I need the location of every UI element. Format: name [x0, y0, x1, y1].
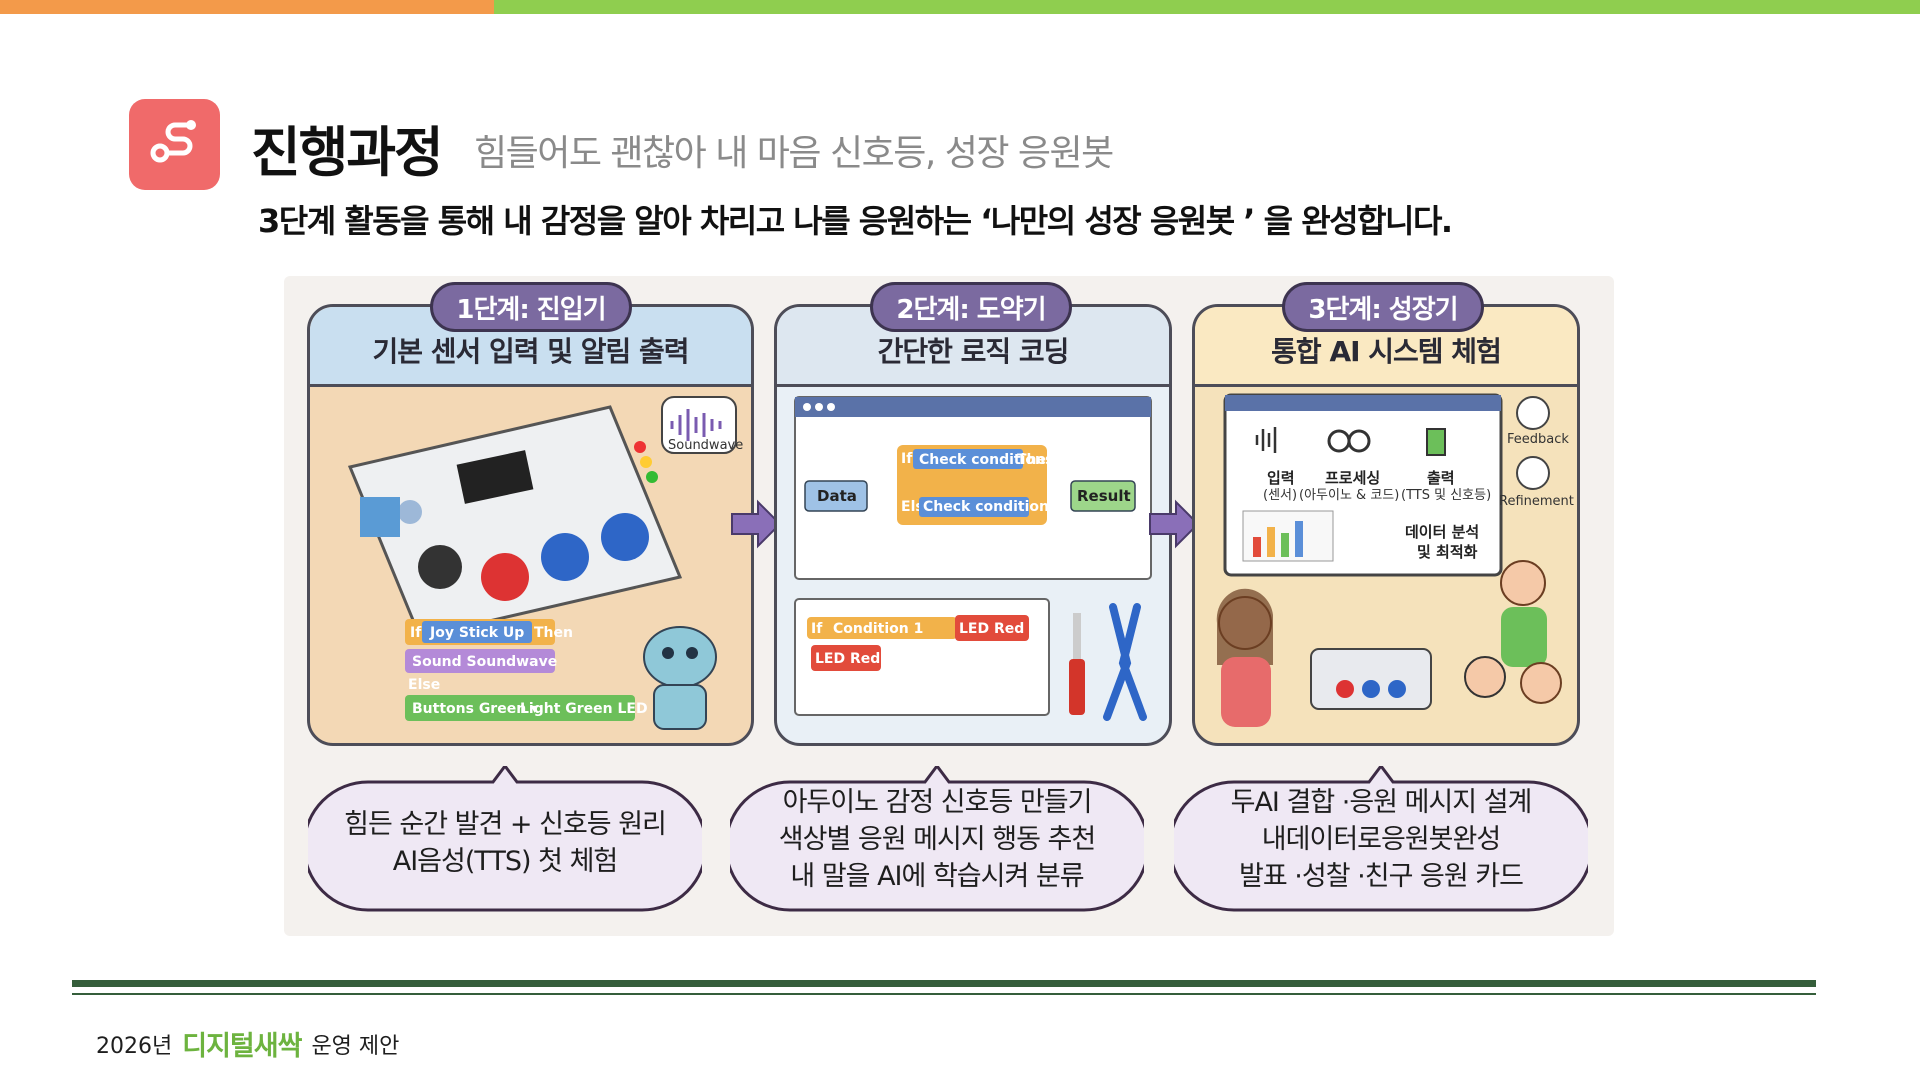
caption-line: 내 말을 AI에 학습시켜 분류 [790, 861, 1084, 892]
stage-2-caption-text: 아두이노 감정 신호등 만들기 색상별 응원 메시지 행동 추천 내 말을 AI… [730, 784, 1144, 895]
stage-1-illustration: Soundwave If Joy Stick Up Then Sound Sou… [310, 387, 751, 743]
caption-line: 발표 ·성찰 ·친구 응원 카드 [1239, 861, 1524, 892]
speech-bubble [730, 766, 1144, 912]
block-led-2: LED Red [815, 651, 880, 667]
stage-2-panel: 간단한 로직 코딩 Data If Check conditions Then … [774, 304, 1172, 746]
tools-icon [1069, 603, 1147, 721]
stage-2-illustration: Data If Check conditions Then Else Check… [777, 387, 1169, 743]
label-refinement: Refinement [1499, 494, 1574, 509]
code-window: Data If Check conditions Then Else Check… [794, 396, 1152, 580]
arrow-right-icon [731, 499, 782, 549]
caption-line: AI음성(TTS) 첫 체험 [392, 846, 619, 877]
block-else: Else [408, 677, 440, 693]
block-if: If [410, 625, 422, 641]
speech-bubble [1174, 766, 1588, 912]
footer-text: 운영 제안 [311, 1033, 400, 1059]
lead-text: 3단계 활동을 통해 내 감정을 알아 차리고 나를 응원하는 ‘나만의 성장 … [258, 202, 1453, 240]
route-icon [129, 99, 220, 190]
page-subtitle: 힘들어도 괜찮아 내 마음 신호등, 성장 응원봇 [474, 133, 1114, 174]
label-analysis-2: 및 최적화 [1417, 543, 1478, 561]
top-accent-bar [0, 0, 1920, 14]
label-output-sub: (TTS 및 신호등) [1401, 488, 1491, 503]
stage-1-caption-text: 힘든 순간 발견 + 신호등 원리 AI음성(TTS) 첫 체험 [308, 806, 702, 880]
caption-line: 내데이터로응원봇완성 [1261, 824, 1501, 855]
label-output: 출력 [1427, 469, 1455, 487]
block-then: Then [1017, 452, 1056, 468]
robot-icon [643, 626, 717, 730]
stage-3-panel: 통합 AI 시스템 체험 입력 (센서) 프로세싱 (아두이노 & 코드) 출력… [1192, 304, 1580, 746]
condition-panel: If Condition 1 LED Red LED Red [794, 598, 1050, 716]
label-analysis-1: 데이터 분석 [1405, 523, 1479, 541]
block-buttons: Buttons Green ▾ [412, 701, 538, 717]
page-title: 진행과정 [251, 121, 444, 184]
footer-divider [72, 980, 1816, 987]
block-check-2: Check conditions [923, 499, 1057, 515]
block-data: Data [817, 487, 857, 505]
block-sound: Sound Soundwave [412, 654, 557, 670]
block-condition: Condition 1 [833, 621, 923, 637]
block-if-2: If [811, 621, 823, 637]
block-result: Result [1077, 487, 1131, 505]
caption-line: 아두이노 감정 신호등 만들기 [782, 787, 1093, 818]
students-illustration [1216, 560, 1562, 727]
arrow-right-icon [1149, 499, 1200, 549]
footer-brand-logo: 디지털새싹 [182, 1031, 302, 1062]
label-input-sub: (센서) [1263, 488, 1297, 503]
label-feedback: Feedback [1507, 432, 1569, 447]
stage-1-badge: 1단계: 진입기 [430, 282, 632, 332]
stage-3-caption: 두AI 결합 ·응원 메시지 설계 내데이터로응원봇완성 발표 ·성찰 ·친구 … [1174, 766, 1588, 912]
footer: 2026년 디지털새싹 운영 제안 [96, 1024, 399, 1063]
stage-2-badge: 2단계: 도약기 [870, 282, 1072, 332]
stage-1-caption: 힘든 순간 발견 + 신호등 원리 AI음성(TTS) 첫 체험 [308, 766, 702, 912]
block-if: If [901, 451, 913, 467]
footer-divider-thin [72, 993, 1816, 995]
stage-3-illustration: 입력 (센서) 프로세싱 (아두이노 & 코드) 출력 (TTS 및 신호등) … [1195, 387, 1577, 743]
soundwave-icon: Soundwave [661, 396, 743, 454]
caption-line: 색상별 응원 메시지 행동 추천 [778, 824, 1096, 855]
label-process: 프로세싱 [1325, 469, 1380, 487]
stage-2-caption: 아두이노 감정 신호등 만들기 색상별 응원 메시지 행동 추천 내 말을 AI… [730, 766, 1144, 912]
code-block-stack: If Joy Stick Up Then Sound Soundwave Els… [405, 619, 648, 721]
feedback-icon: Feedback Refinement [1499, 396, 1574, 509]
top-accent-orange [0, 0, 494, 14]
caption-line: 두AI 결합 ·응원 메시지 설계 [1230, 787, 1533, 818]
block-then: Then [534, 625, 573, 641]
footer-year: 2026년 [96, 1033, 173, 1059]
stage-3-badge: 3단계: 성장기 [1282, 282, 1484, 332]
block-check-1: Check conditions [919, 452, 1053, 468]
block-led-1: LED Red [959, 621, 1024, 637]
stage-3-caption-text: 두AI 결합 ·응원 메시지 설계 내데이터로응원봇완성 발표 ·성찰 ·친구 … [1174, 784, 1588, 895]
speech-bubble [308, 766, 702, 912]
monitor-screen: 입력 (센서) 프로세싱 (아두이노 & 코드) 출력 (TTS 및 신호등) … [1223, 393, 1503, 577]
caption-line: 힘든 순간 발견 + 신호등 원리 [344, 809, 667, 840]
label-process-sub: (아두이노 & 코드) [1299, 488, 1399, 503]
block-light: Light Green LED [520, 701, 648, 717]
soundwave-label: Soundwave [668, 438, 743, 453]
stage-1-panel: 기본 센서 입력 및 알림 출력 [307, 304, 754, 746]
arduino-board-icon [347, 405, 683, 639]
block-joystick: Joy Stick Up [429, 625, 524, 641]
label-input: 입력 [1267, 469, 1295, 487]
top-accent-green [494, 0, 1920, 14]
